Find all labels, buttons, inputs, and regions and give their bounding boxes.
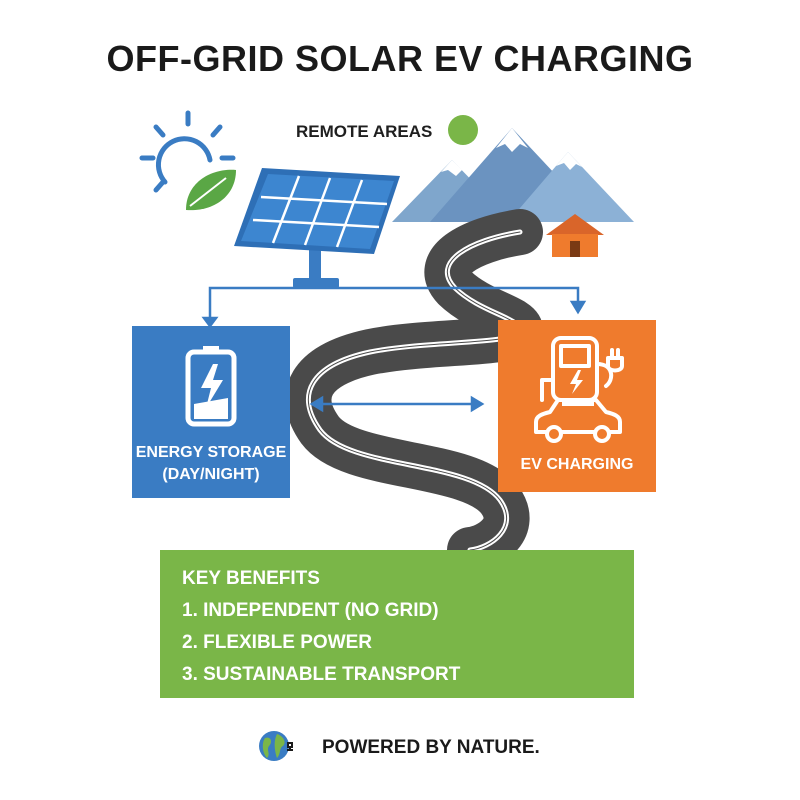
leaf-icon bbox=[186, 169, 236, 211]
ev-charging-label: EV CHARGING bbox=[520, 456, 634, 473]
energy-storage-label-line1: ENERGY STORAGE bbox=[135, 444, 287, 461]
ev-charging-box: EV CHARGING bbox=[498, 320, 656, 492]
footer-tagline: POWERED BY NATURE. bbox=[322, 737, 540, 758]
energy-storage-label-line2: (DAY/NIGHT) bbox=[162, 466, 260, 483]
battery-icon bbox=[185, 346, 237, 427]
benefit-item: 1. INDEPENDENT (NO GRID) bbox=[182, 600, 439, 621]
energy-storage-box: ENERGY STORAGE (DAY/NIGHT) bbox=[132, 326, 290, 498]
green-dot bbox=[448, 115, 478, 145]
car-icon bbox=[534, 398, 622, 443]
remote-areas-label: REMOTE AREAS bbox=[296, 122, 433, 141]
solar-panel-icon bbox=[234, 168, 400, 288]
globe-plug-icon bbox=[259, 731, 293, 761]
benefit-item: 2. FLEXIBLE POWER bbox=[182, 632, 373, 653]
key-benefits-box: KEY BENEFITS 1. INDEPENDENT (NO GRID) 2.… bbox=[160, 550, 634, 698]
key-benefits-heading: KEY BENEFITS bbox=[182, 568, 320, 589]
house-icon bbox=[546, 214, 604, 257]
ev-charger-icon bbox=[534, 336, 624, 443]
flow-arrows bbox=[201, 286, 587, 329]
page-title: OFF-GRID SOLAR EV CHARGING bbox=[106, 38, 694, 79]
double-arrow bbox=[309, 395, 485, 413]
mountains-icon bbox=[392, 128, 634, 222]
road bbox=[285, 209, 544, 573]
benefit-item: 3. SUSTAINABLE TRANSPORT bbox=[182, 664, 461, 685]
sun-icon bbox=[139, 110, 236, 193]
